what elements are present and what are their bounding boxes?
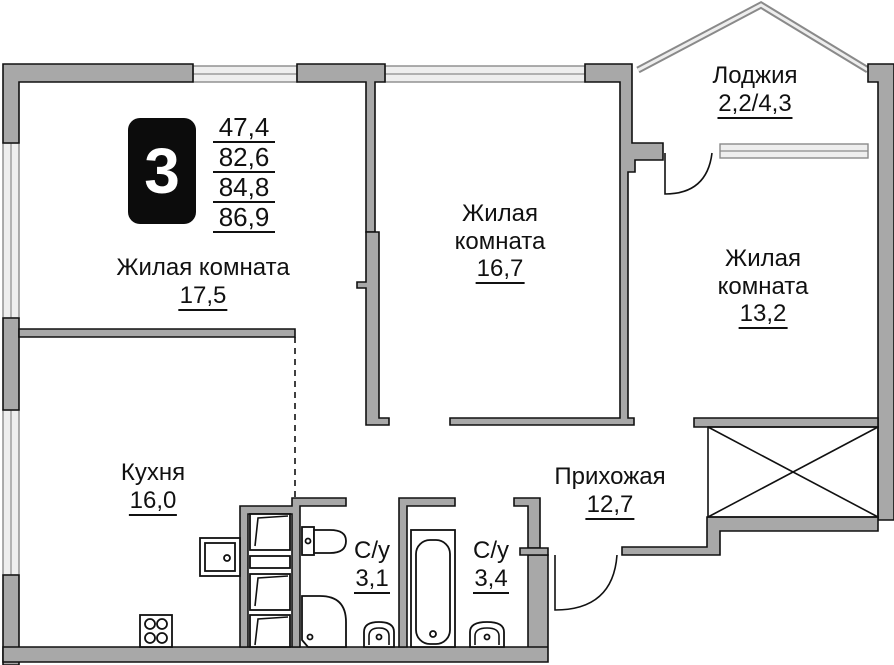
room-living-1: Жилая комната 17,5 (116, 254, 290, 311)
door-loggia (664, 152, 713, 195)
loggia-window (636, 0, 870, 74)
room-area: 3,1 (354, 564, 390, 594)
room-name: Жилая комната (116, 254, 290, 281)
room-name: Лоджия (712, 62, 798, 89)
bathtub (410, 529, 456, 648)
window-top-middle (384, 65, 586, 83)
room-loggia: Лоджия 2,2/4,3 (712, 62, 798, 119)
room-area: 13,2 (738, 300, 788, 330)
window-left-upper (2, 142, 20, 319)
rooms-count-badge: 3 (128, 118, 196, 224)
apartment-areas: 47,4 82,6 84,8 86,9 (213, 113, 275, 233)
room-area: 2,2/4,3 (717, 89, 793, 119)
window-left-lower (2, 409, 20, 576)
room-area: 17,5 (178, 281, 228, 311)
room-name-line1: Жилая (462, 200, 538, 227)
area-with-loggia-full: 86,9 (213, 203, 275, 233)
washbasin-2 (469, 621, 505, 648)
window-loggia-inner (719, 143, 869, 159)
washbasin-1 (363, 621, 395, 648)
window-top-left (192, 65, 298, 83)
kitchen-stove (139, 614, 173, 648)
ventilation-shaft (707, 426, 879, 518)
area-total: 82,6 (213, 143, 275, 173)
area-with-loggia-reduced: 84,8 (213, 173, 275, 203)
door-entrance (554, 554, 618, 611)
room-area: 16,7 (475, 255, 525, 285)
room-name: Прихожая (554, 463, 666, 490)
room-bathroom-2: С/у 3,4 (473, 537, 509, 594)
room-name: С/у (473, 537, 509, 564)
room-name: Кухня (120, 459, 186, 486)
utility-shafts (249, 513, 291, 648)
shower-tray (301, 595, 347, 648)
room-kitchen: Кухня 16,0 (121, 459, 185, 516)
kitchen-sink (199, 537, 241, 577)
room-area: 3,4 (473, 564, 509, 594)
room-name-line2: комната (454, 227, 546, 255)
room-living-2: Жилая комната 16,7 (454, 200, 546, 285)
room-hallway: Прихожая 12,7 (554, 463, 666, 520)
room-bathroom-1: С/у 3,1 (354, 537, 390, 594)
room-name: С/у (354, 537, 390, 564)
walls (2, 63, 894, 665)
room-area: 12,7 (585, 490, 635, 520)
room-living-3: Жилая комната 13,2 (717, 245, 809, 330)
toilet (301, 526, 347, 556)
room-area: 16,0 (128, 486, 178, 516)
area-living: 47,4 (213, 113, 275, 143)
room-name-line1: Жилая (725, 245, 801, 272)
room-name-line2: комната (717, 272, 809, 300)
